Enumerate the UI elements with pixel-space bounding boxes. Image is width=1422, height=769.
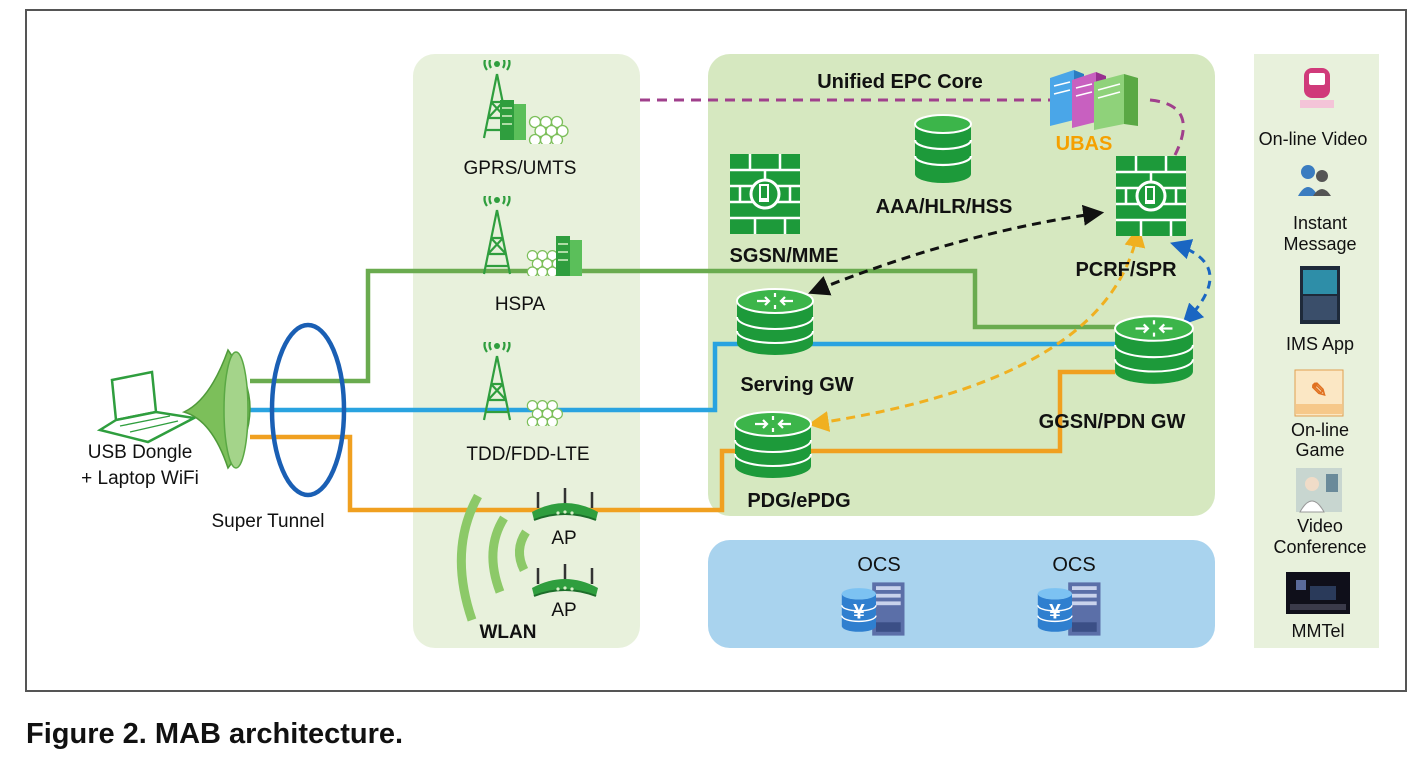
sgsn-label: SGSN/MME <box>730 245 839 267</box>
services-panel <box>1254 54 1379 648</box>
super-tunnel-label: Super Tunnel <box>211 511 324 532</box>
ims-app-icon <box>1300 266 1340 324</box>
video-conference-label-2: Conference <box>1273 537 1366 557</box>
client-label-line1: USB Dongle <box>88 442 193 463</box>
online-game-icon: ✎ <box>1294 369 1344 417</box>
online-game-label-2: Game <box>1295 440 1344 460</box>
online-game-label-1: On-line <box>1291 420 1349 440</box>
pdg-label: PDG/ePDG <box>747 490 850 512</box>
ocs1-server-icon <box>841 581 906 637</box>
wlan-signal-icon <box>456 493 530 622</box>
ocs-panel <box>708 540 1215 648</box>
aaa-label: AAA/HLR/HSS <box>876 196 1013 218</box>
pcrf-ggsn-arrow <box>1169 239 1212 326</box>
gprs-server-icon <box>500 100 526 140</box>
laptop-icon <box>96 370 198 444</box>
mmtel-label: MMTel <box>1292 621 1345 641</box>
svg-text:✎: ✎ <box>1311 380 1328 402</box>
video-conference-icon <box>1296 468 1342 513</box>
usb-dongle-antenna-icon <box>181 348 251 470</box>
serving-gw-router-icon <box>735 287 815 357</box>
ims-app-label: IMS App <box>1286 334 1354 354</box>
access-network-panel <box>413 54 640 648</box>
wlan-label: WLAN <box>480 622 537 643</box>
pcrf-label: PCRF/SPR <box>1075 259 1177 281</box>
hspa-server-icon <box>556 236 582 276</box>
ocs2-server-icon <box>1037 581 1102 637</box>
ggsn-label: GGSN/PDN GW <box>1039 411 1186 433</box>
ocs2-label: OCS <box>1052 554 1095 576</box>
instant-message-label-2: Message <box>1283 234 1356 254</box>
pcrf-firewall-icon <box>1116 154 1186 238</box>
instant-message-icon <box>1298 165 1331 196</box>
aaa-database-icon <box>913 114 973 184</box>
online-video-label: On-line Video <box>1259 129 1368 149</box>
pdg-router-icon <box>733 410 813 480</box>
instant-message-label-1: Instant <box>1293 213 1347 233</box>
core-title: Unified EPC Core <box>817 71 983 93</box>
ocs1-label: OCS <box>857 554 900 576</box>
sgsn-firewall-icon <box>730 154 800 234</box>
figure-caption: Figure 2. MAB architecture. <box>26 718 404 750</box>
lte-cells-icon <box>526 400 563 426</box>
gprs-cells-icon <box>528 115 569 144</box>
video-conference-label-1: Video <box>1297 516 1343 536</box>
gprs-label: GPRS/UMTS <box>464 158 577 179</box>
mmtel-icon <box>1286 572 1350 614</box>
ubas-server-icon <box>1050 70 1138 130</box>
hspa-label: HSPA <box>495 294 546 315</box>
ap1-label: AP <box>551 528 576 549</box>
ap2-label: AP <box>551 600 576 621</box>
ggsn-router-icon <box>1113 314 1195 386</box>
lte-label: TDD/FDD-LTE <box>466 444 589 465</box>
serving-gw-label: Serving GW <box>740 374 853 396</box>
ubas-label: UBAS <box>1056 133 1113 155</box>
client-label-line2: + Laptop WiFi <box>81 468 199 489</box>
ubas-link-pcrf <box>1149 98 1185 156</box>
online-video-icon <box>1300 68 1334 108</box>
super-tunnel-ring <box>269 322 347 498</box>
